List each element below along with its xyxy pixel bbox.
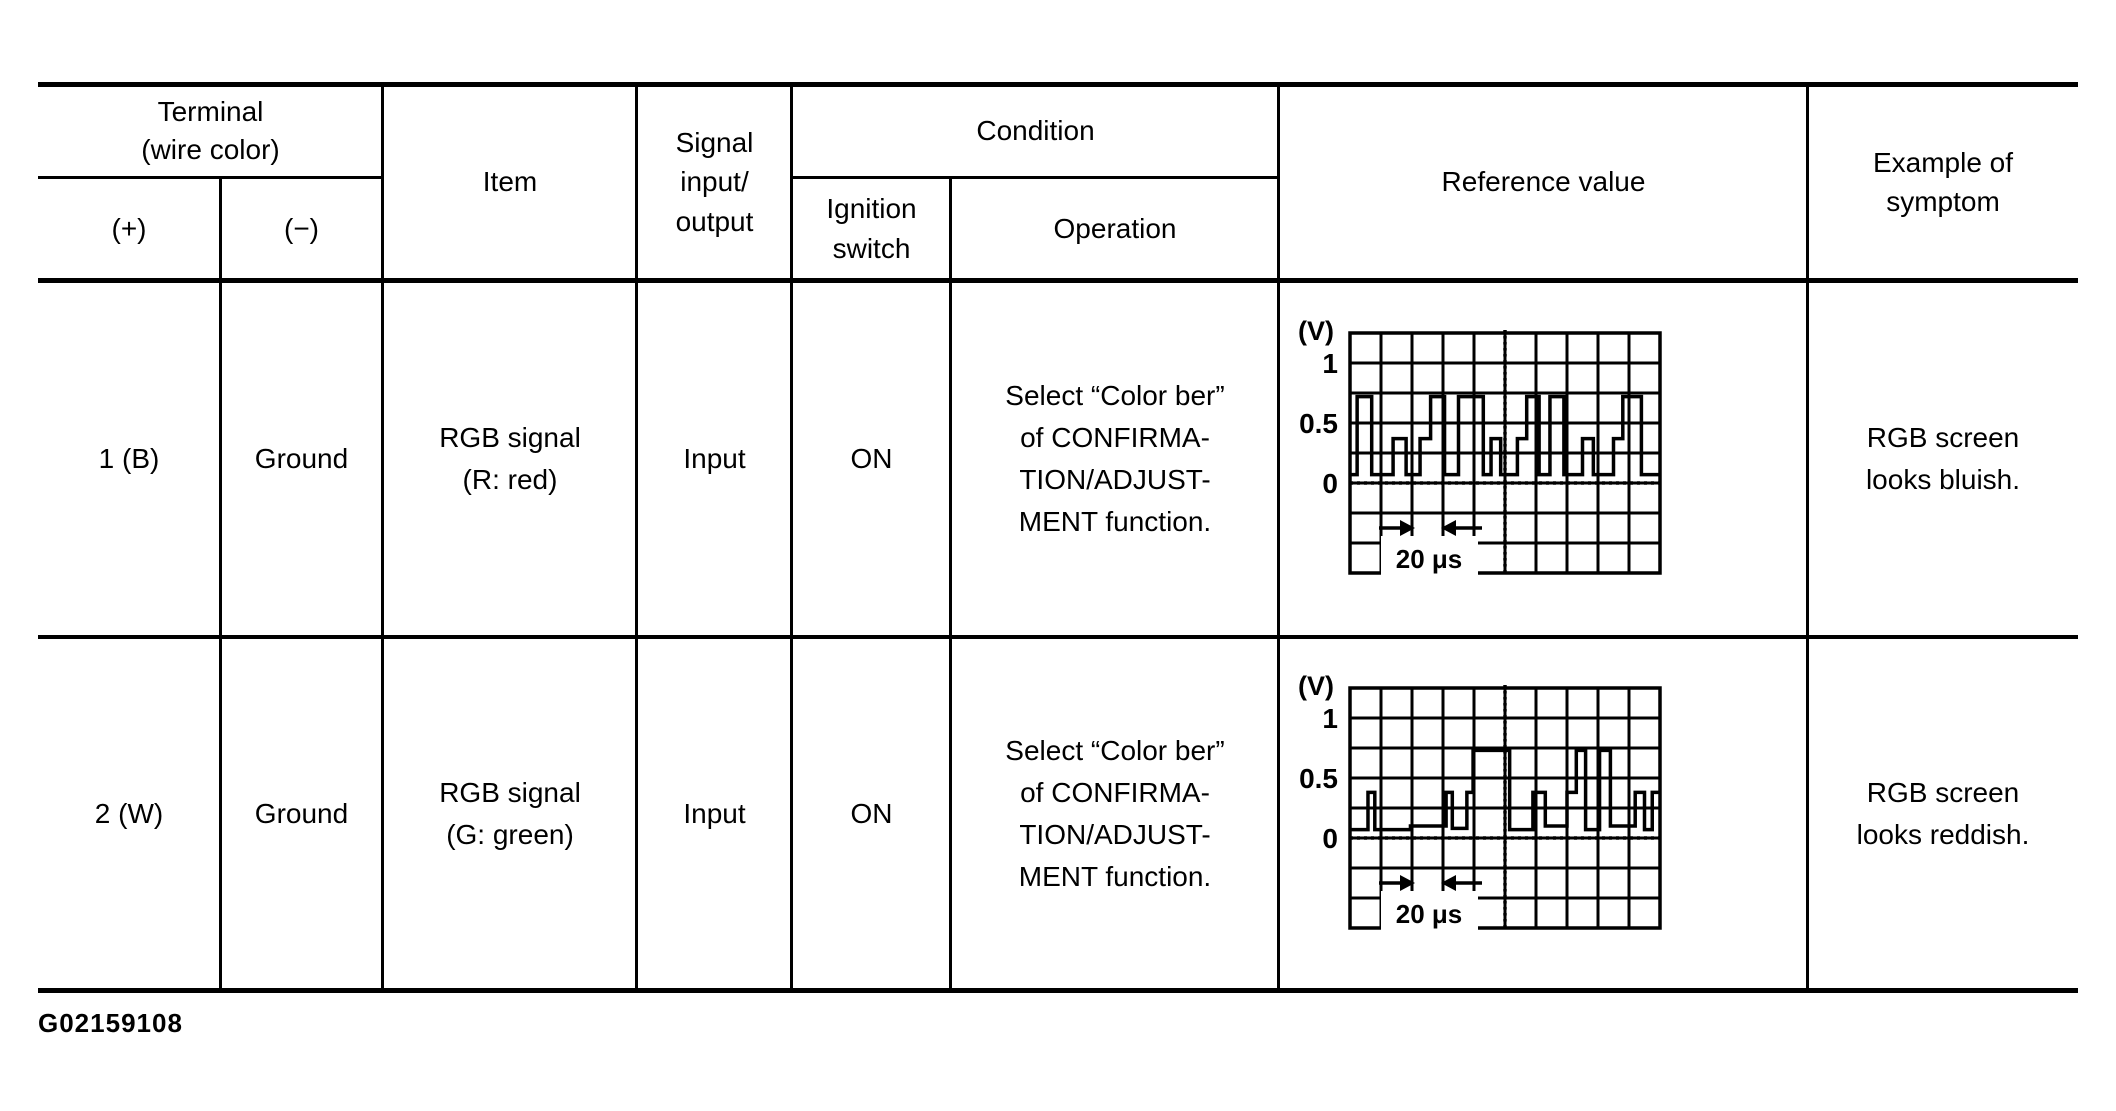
condition-subheader-rule bbox=[792, 176, 1279, 179]
row1-signal-io: Input bbox=[683, 443, 746, 474]
y-tick-label: 1 bbox=[1322, 703, 1338, 734]
row2-ignition-switch: ON bbox=[850, 798, 893, 829]
row1-oscilloscope-reference-waveform: (V)1 0.5 0 20 μs bbox=[1288, 300, 1672, 582]
figure-id-label: G02159108 bbox=[38, 1008, 183, 1038]
row1-operation: Select “Color ber” of CONFIRMA- TION/ADJ… bbox=[1005, 380, 1225, 537]
oscilloscope-svg: (V)1 0.5 0 20 μs bbox=[1298, 316, 1662, 577]
row1-example-symptom: RGB screen looks bluish. bbox=[1865, 422, 2021, 495]
y-tick-label: 0 bbox=[1322, 823, 1338, 854]
col-rule-plus-minus bbox=[219, 178, 222, 990]
time-scale-label: 20 μs bbox=[1396, 544, 1463, 574]
y-tick-label: 0 bbox=[1322, 468, 1338, 499]
terminal-subheader-rule bbox=[38, 176, 383, 179]
measure-arrow-left-head bbox=[1400, 520, 1415, 536]
col-rule-condition-reference bbox=[1277, 84, 1280, 990]
col-rule-signal-condition bbox=[790, 84, 793, 990]
header-reference-value: Reference value bbox=[1441, 166, 1646, 197]
header-example-symptom: Example of symptom bbox=[1872, 146, 2014, 217]
row1-item: RGB signal (R: red) bbox=[439, 422, 581, 495]
time-label-box bbox=[1381, 536, 1478, 577]
col-rule-terminal-item bbox=[381, 84, 384, 990]
measure-arrow-right-head bbox=[1441, 875, 1456, 891]
header-signal-io: Signal input/ output bbox=[675, 127, 754, 237]
waveform-trace bbox=[1350, 748, 1660, 832]
col-rule-item-signal bbox=[635, 84, 638, 990]
header-terminal-minus: (−) bbox=[284, 212, 319, 244]
time-scale-label: 20 μs bbox=[1396, 899, 1463, 929]
waveform-trace bbox=[1350, 394, 1660, 477]
row2-oscilloscope-reference-waveform: (V)1 0.5 0 20 μs bbox=[1288, 655, 1672, 937]
row2-terminal-minus: Ground bbox=[254, 798, 349, 829]
y-tick-label: 0.5 bbox=[1299, 408, 1338, 439]
scope-grid-border bbox=[1348, 331, 1662, 575]
row1-ignition-switch: ON bbox=[850, 443, 893, 474]
header-operation: Operation bbox=[1053, 212, 1177, 244]
scope-grid-border bbox=[1348, 686, 1662, 930]
header-item: Item bbox=[482, 166, 538, 197]
measure-arrow-right-head bbox=[1441, 520, 1456, 536]
col-rule-ignition-operation bbox=[949, 178, 952, 990]
y-tick-label: 1 bbox=[1322, 348, 1338, 379]
header-ignition-switch: Ignition switch bbox=[826, 193, 917, 264]
volt-unit-label: (V) bbox=[1298, 316, 1334, 346]
header-terminal: Terminal (wire color) bbox=[141, 96, 280, 165]
col-rule-reference-symptom bbox=[1806, 84, 1809, 990]
row2-signal-io: Input bbox=[683, 798, 746, 829]
row2-example-symptom: RGB screen looks reddish. bbox=[1856, 777, 2030, 850]
header-bottom-rule bbox=[38, 278, 2078, 283]
volt-unit-label: (V) bbox=[1298, 671, 1334, 701]
row1-terminal-minus: Ground bbox=[254, 443, 349, 474]
row2-item: RGB signal (G: green) bbox=[439, 777, 581, 850]
row2-operation: Select “Color ber” of CONFIRMA- TION/ADJ… bbox=[1005, 735, 1225, 892]
row-divider-rule bbox=[38, 635, 2078, 639]
y-tick-label: 0.5 bbox=[1299, 763, 1338, 794]
header-terminal-plus: (+) bbox=[111, 212, 147, 244]
row2-terminal-plus: 2 (W) bbox=[94, 798, 164, 829]
table-top-border bbox=[38, 82, 2078, 87]
oscilloscope-svg: (V)1 0.5 0 20 μs bbox=[1298, 671, 1662, 932]
time-label-box bbox=[1381, 891, 1478, 932]
header-condition: Condition bbox=[976, 115, 1095, 146]
table-bottom-border bbox=[38, 988, 2078, 993]
measure-arrow-left-head bbox=[1400, 875, 1415, 891]
row1-terminal-plus: 1 (B) bbox=[98, 443, 160, 474]
